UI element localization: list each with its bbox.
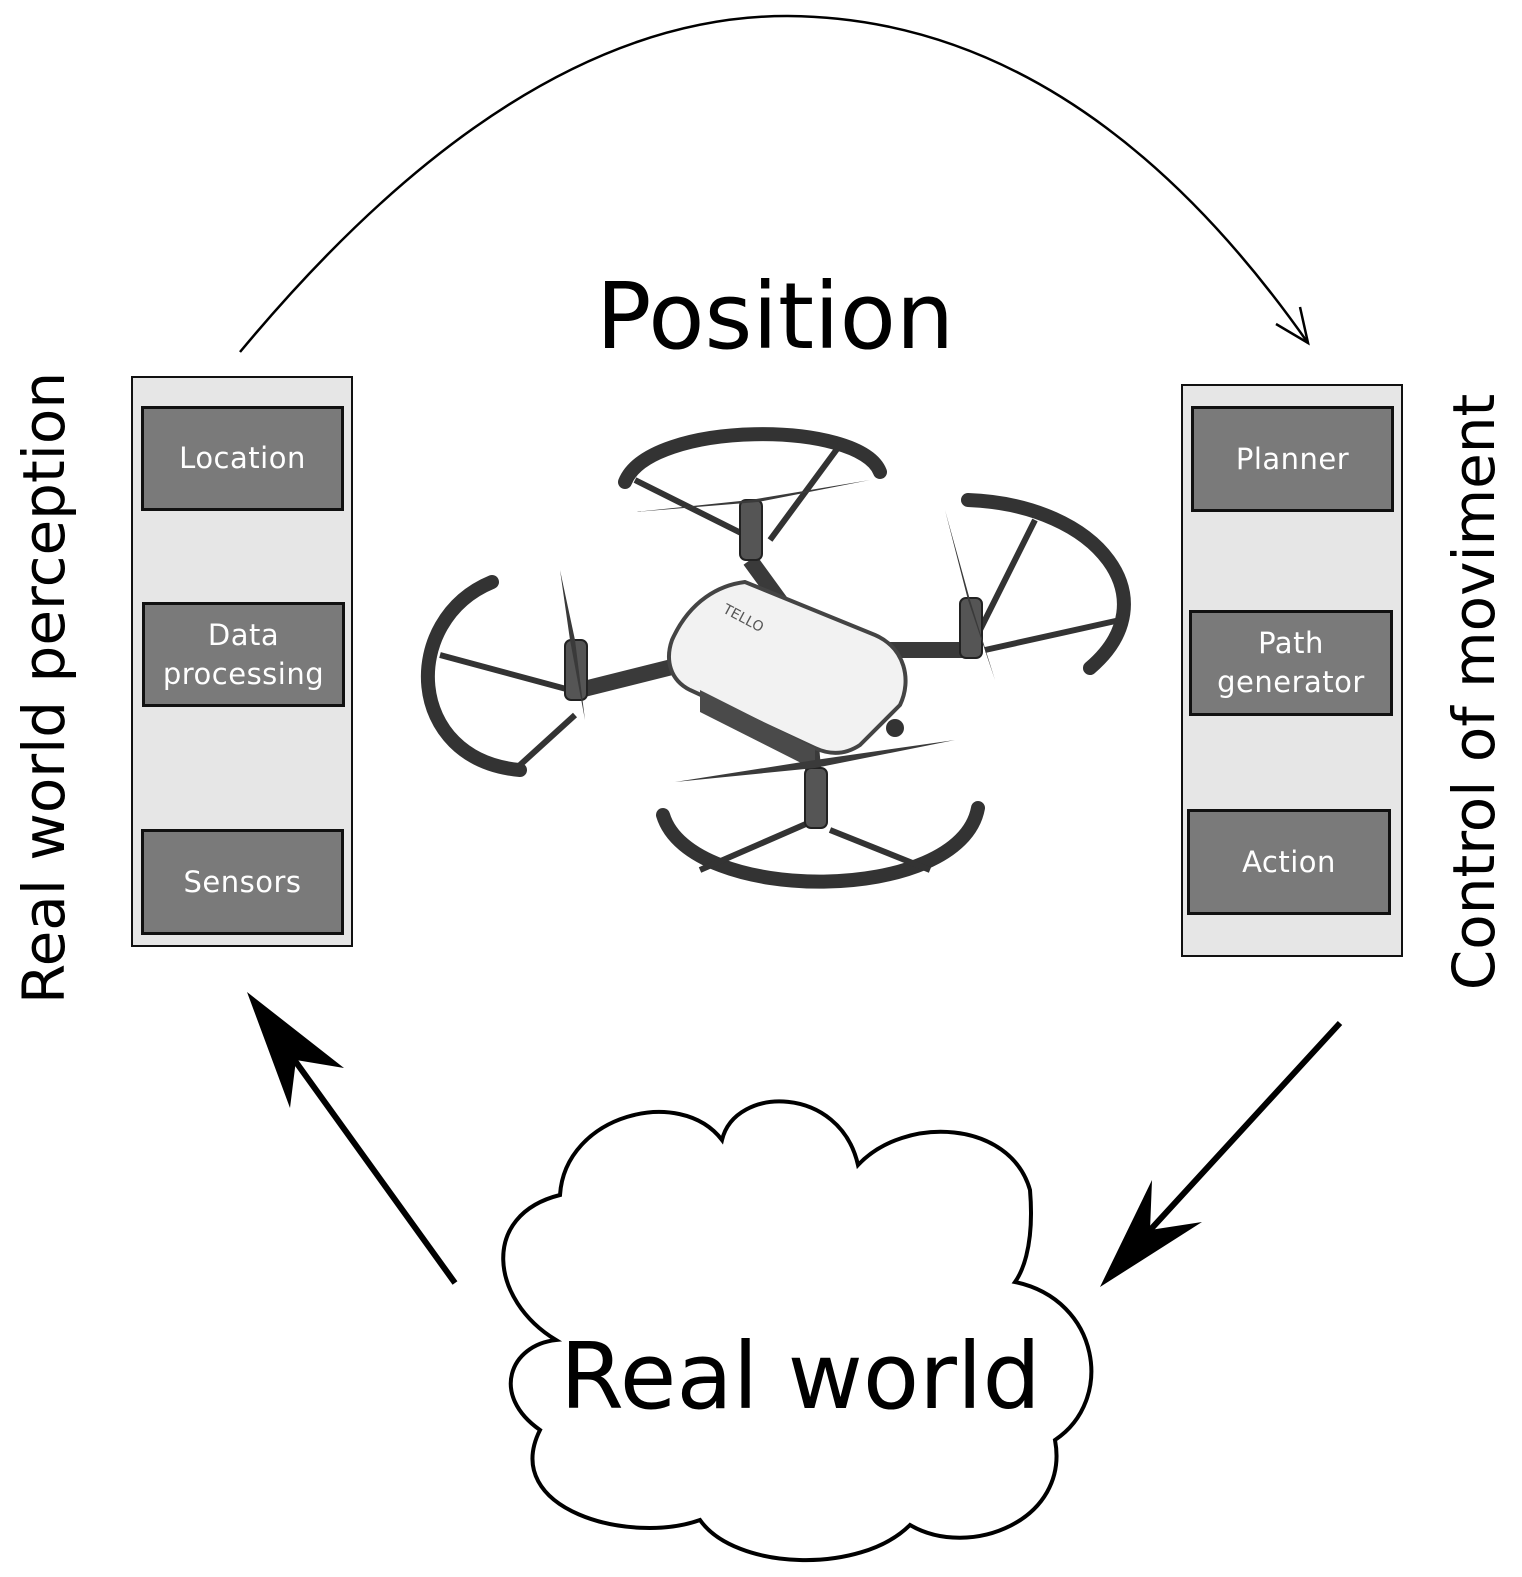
path-generator-block: Path generator — [1189, 610, 1393, 716]
action-block: Action — [1187, 809, 1391, 915]
planner-label: Planner — [1235, 441, 1350, 476]
control-of-movement-label: Control of moviment — [1440, 393, 1508, 991]
action-label: Action — [1242, 844, 1336, 879]
sensors-block: Sensors — [141, 829, 344, 935]
real-world-cloud — [501, 1099, 1094, 1563]
location-block: Location — [141, 406, 344, 511]
path-generator-label: Path generator — [1217, 626, 1365, 699]
location-label: Location — [179, 441, 306, 475]
world-to-perception-arrow — [247, 992, 458, 1285]
data-processing-label: Data processing — [162, 617, 325, 691]
sensors-label: Sensors — [183, 864, 302, 899]
planner-block: Planner — [1191, 406, 1394, 512]
top-curved-arrow — [239, 14, 1310, 353]
drone-illustration: TELLO — [420, 427, 1131, 889]
position-title: Position — [596, 263, 955, 370]
control-to-world-arrow — [1100, 1020, 1343, 1287]
data-processing-block: Data processing — [142, 602, 345, 707]
real-world-label: Real world — [560, 1323, 1041, 1430]
real-world-perception-label: Real world perception — [10, 371, 78, 1005]
